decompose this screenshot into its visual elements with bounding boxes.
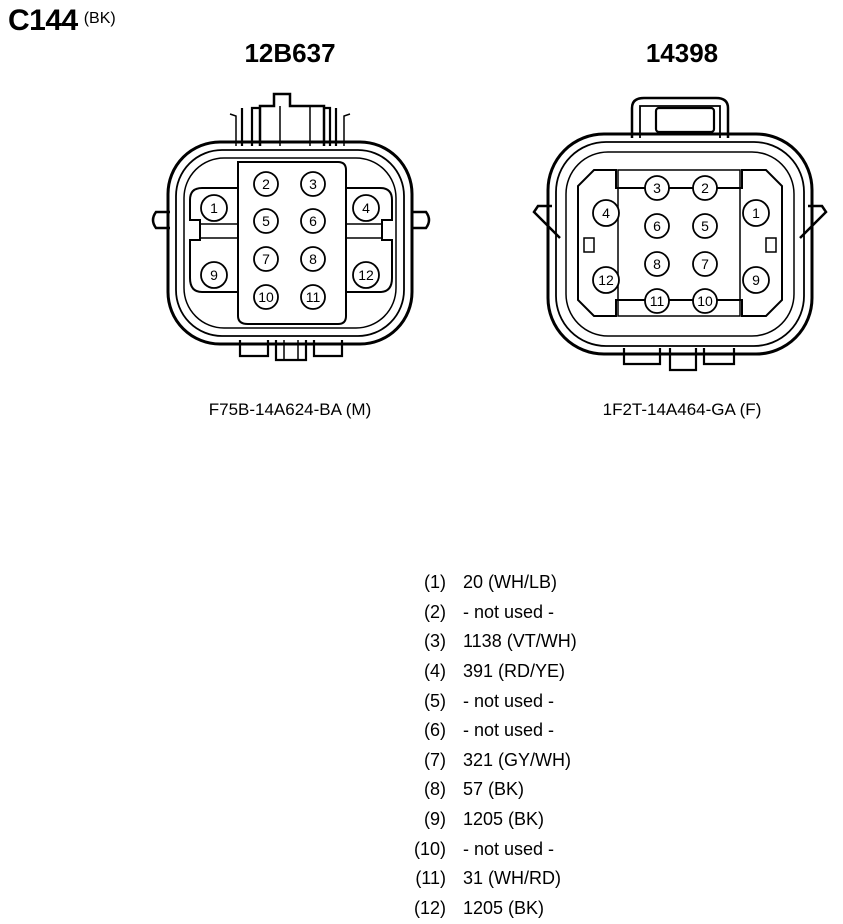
pinout-row: (7) 321 (GY/WH) xyxy=(400,746,577,776)
pin-cavity-9 xyxy=(742,266,770,294)
pin-cavity-3 xyxy=(644,175,670,201)
pin-label-8: 8 xyxy=(653,256,661,272)
pin-label-10: 10 xyxy=(258,289,274,305)
pin-cavity-10 xyxy=(692,288,718,314)
pin-circuit: 391 (RD/YE) xyxy=(463,661,566,682)
pin-circuit: - not used - xyxy=(463,690,555,711)
right-part-number: 1F2T-14A464-GA (F) xyxy=(602,400,762,419)
pin-number: (6) xyxy=(424,720,446,741)
pin-cavity-12 xyxy=(592,266,620,294)
pinout-row: (11) 31 (WH/RD) xyxy=(400,864,577,894)
pin-cavity-6 xyxy=(644,213,670,239)
pin-label-3: 3 xyxy=(653,180,661,196)
pin-cavity-7 xyxy=(692,251,718,277)
pin-label-5: 5 xyxy=(701,218,709,234)
pin-label-4: 4 xyxy=(602,205,610,221)
pinout-row: (4) 391 (RD/YE) xyxy=(400,657,577,687)
pin-label-4: 4 xyxy=(362,200,370,216)
pinout-row: (8) 57 (BK) xyxy=(400,775,577,805)
pin-cavity-4 xyxy=(352,194,380,222)
pin-cavity-5 xyxy=(692,213,718,239)
pinout-row: (3) 1138 (VT/WH) xyxy=(400,627,577,657)
pin-label-6: 6 xyxy=(309,213,317,229)
pin-cavity-2 xyxy=(253,171,279,197)
pinout-row: (5) - not used - xyxy=(400,686,577,716)
pin-label-12: 12 xyxy=(598,272,614,288)
pin-cavity-11 xyxy=(644,288,670,314)
pin-cavity-9 xyxy=(200,261,228,289)
pin-label-1: 1 xyxy=(210,200,218,216)
pin-circuit: 20 (WH/LB) xyxy=(463,572,558,593)
pin-cavity-11 xyxy=(300,284,326,310)
pin-number: (1) xyxy=(424,572,446,593)
pin-number: (10) xyxy=(413,838,446,859)
pin-circuit: 1205 (BK) xyxy=(463,809,545,830)
pin-circuit: 1205 (BK) xyxy=(463,897,545,918)
pin-number: (11) xyxy=(415,868,446,889)
pin-label-7: 7 xyxy=(262,251,270,267)
pin-number: (5) xyxy=(424,690,446,711)
pinout-row: (1) 20 (WH/LB) xyxy=(400,568,577,598)
pinout-row: (10) - not used - xyxy=(400,834,577,864)
pin-number: (9) xyxy=(424,809,446,830)
pin-label-3: 3 xyxy=(309,176,317,192)
pin-circuit: 57 (BK) xyxy=(463,779,525,800)
pin-circuit: 1138 (VT/WH) xyxy=(463,631,577,652)
connector-color-code: (BK) xyxy=(83,10,116,27)
pin-label-7: 7 xyxy=(701,256,709,272)
pin-label-11: 11 xyxy=(306,289,321,305)
pin-label-9: 9 xyxy=(210,267,218,283)
pin-label-9: 9 xyxy=(752,272,760,288)
pin-label-2: 2 xyxy=(262,176,270,192)
pin-cavity-1 xyxy=(200,194,228,222)
pin-circuit: - not used - xyxy=(463,601,555,622)
connector-id: C144 xyxy=(8,4,78,37)
pin-cavity-10 xyxy=(253,284,279,310)
pin-cavity-8 xyxy=(300,246,326,272)
pin-label-12: 12 xyxy=(358,267,374,283)
pin-number: (12) xyxy=(413,897,446,918)
pinout-row: (2) - not used - xyxy=(400,598,577,628)
pin-label-2: 2 xyxy=(701,180,709,196)
pin-number: (3) xyxy=(424,631,446,652)
pin-cavity-12 xyxy=(352,261,380,289)
pin-cavity-2 xyxy=(692,175,718,201)
pin-circuit: 321 (GY/WH) xyxy=(463,749,572,770)
pin-number: (7) xyxy=(424,749,446,770)
pin-label-11: 11 xyxy=(650,293,665,309)
pin-number: (4) xyxy=(424,661,446,682)
left-part-number: F75B-14A624-BA (M) xyxy=(208,400,372,419)
pin-label-1: 1 xyxy=(752,205,760,221)
pinout-row: (9) 1205 (BK) xyxy=(400,805,577,835)
pin-label-10: 10 xyxy=(697,293,713,309)
pinout-table: (1) 20 (WH/LB) (2) - not used - (3) 1138 (V… xyxy=(400,568,577,923)
left-connector-name: 12B637 xyxy=(244,38,336,68)
pin-circuit: - not used - xyxy=(463,720,555,741)
pinout-row: (12) 1205 (BK) xyxy=(400,894,577,924)
pin-label-6: 6 xyxy=(653,218,661,234)
pin-circuit: 31 (WH/RD) xyxy=(463,868,561,889)
pin-number: (8) xyxy=(424,779,446,800)
pin-cavity-6 xyxy=(300,208,326,234)
pin-cavity-7 xyxy=(253,246,279,272)
pin-cavity-3 xyxy=(300,171,326,197)
pin-circuit: - not used - xyxy=(463,838,555,859)
pin-cavity-1 xyxy=(742,199,770,227)
connector-title: C144 (BK) xyxy=(8,4,116,38)
right-connector-name: 14398 xyxy=(645,38,719,68)
pinout-row: (6) - not used - xyxy=(400,716,577,746)
pin-label-5: 5 xyxy=(262,213,270,229)
pin-number: (2) xyxy=(424,601,446,622)
pin-cavity-5 xyxy=(253,208,279,234)
pin-label-8: 8 xyxy=(309,251,317,267)
pin-cavity-4 xyxy=(592,199,620,227)
pin-cavity-8 xyxy=(644,251,670,277)
